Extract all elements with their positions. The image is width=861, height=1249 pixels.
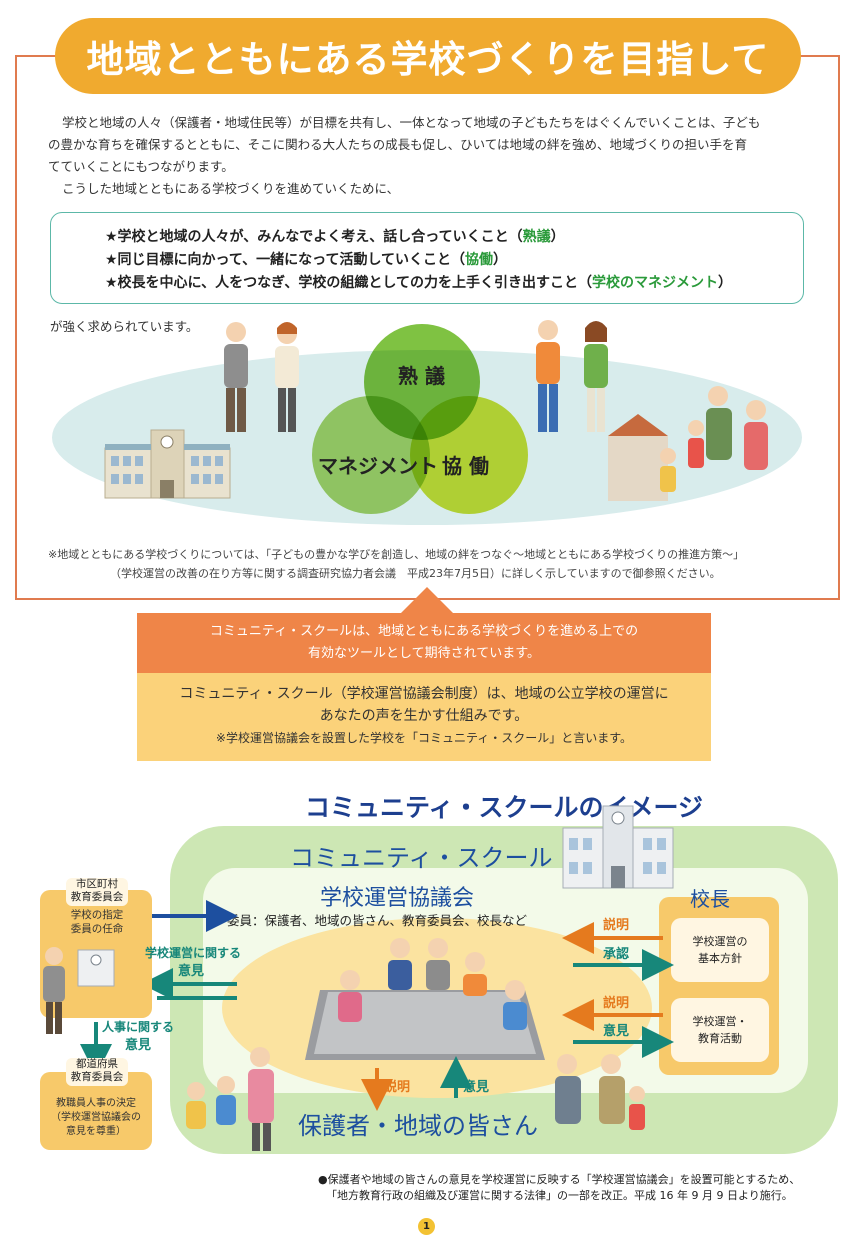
adults-illustration-right bbox=[536, 320, 608, 432]
label-opinion-hr-1: 人事に関する bbox=[102, 1020, 175, 1034]
prefecture-board-tasks: 教職員人事の決定 （学校運営協議会の 意見を尊重） bbox=[51, 1098, 141, 1137]
intro-line-1: 学校と地域の人々（保護者・地域住民等）が目標を共有し、一体となって地域の子どもた… bbox=[62, 115, 761, 130]
adults-illustration-left bbox=[224, 322, 299, 432]
label-collaboration: 協 働 bbox=[442, 454, 489, 478]
municipal-board-label: 市区町村 教育委員会 bbox=[66, 878, 128, 906]
basic-policy-box: 学校運営の 基本方針 bbox=[671, 918, 769, 982]
reference-note-2: （学校運営の改善の在り方等に関する調査研究協力者会議 平成23年7月5日）に詳し… bbox=[110, 567, 721, 580]
image-section-title: コミュニティ・スクールのイメージ bbox=[305, 793, 704, 822]
parents-community-label: 保護者・地域の皆さん bbox=[298, 1112, 538, 1140]
page-title: 地域とともにある学校づくりを目指して bbox=[86, 38, 770, 81]
callout-arrow bbox=[401, 587, 453, 613]
page-number: 1 bbox=[418, 1218, 435, 1235]
keyword-collaboration: 協働 bbox=[465, 252, 494, 268]
keyword-management: 学校のマネジメント bbox=[592, 275, 719, 291]
families-illustration bbox=[608, 386, 768, 501]
callout-header: コミュニティ・スクールは、地域とともにある学校づくりを進める上での 有効なツール… bbox=[137, 613, 711, 673]
key-point-1: ★学校と地域の人々が、みんなでよく考え、話し合っていくこと（熟議） bbox=[105, 229, 565, 245]
principal-label: 校長 bbox=[690, 887, 730, 911]
legal-footnote: ●保護者や地域の皆さんの意見を学校運営に反映する「学校運営協議会」を設置可能とす… bbox=[318, 1173, 801, 1202]
label-deliberation: 熟 議 bbox=[398, 364, 445, 388]
circle-collaboration bbox=[410, 396, 528, 514]
intro-line-2: の豊かな育ちを確保するとともに、そこに関わる大人たちの成長も促し、ひいては地域の… bbox=[48, 137, 748, 152]
label-approve: 承認 bbox=[603, 947, 630, 962]
seniors-illustration bbox=[555, 1054, 645, 1130]
reference-note-1: ※地域とともにある学校づくりについては、「子どもの豊かな学びを創造し、地域の絆を… bbox=[48, 548, 745, 561]
school-icon bbox=[562, 805, 674, 889]
key-point-3: ★校長を中心に、人をつなぎ、学校の組織としての力を上手く引き出すこと（学校のマネ… bbox=[105, 275, 733, 291]
label-explain-2: 説明 bbox=[603, 996, 630, 1011]
officials-illustration bbox=[43, 947, 115, 1034]
title-banner: 地域とともにある学校づくりを目指して bbox=[55, 18, 801, 94]
label-opinion-1: 意見 bbox=[603, 1024, 630, 1039]
label-opinion-school-1: 学校運営に関する bbox=[145, 946, 242, 960]
council-title: 学校運営協議会 bbox=[320, 886, 475, 911]
label-explain-parents: 説明 bbox=[384, 1080, 411, 1095]
children-illustration bbox=[186, 1047, 274, 1151]
meeting-illustration bbox=[305, 938, 545, 1060]
council-members: 委員：保護者、地域の皆さん、教育委員会、校長など bbox=[227, 913, 528, 928]
callout-body: コミュニティ・スクール（学校運営協議会制度）は、地域の公立学校の運営に あなたの… bbox=[137, 673, 711, 761]
keyword-deliberation: 熟議 bbox=[522, 229, 551, 245]
key-point-2: ★同じ目標に向かって、一緒になって活動していくこと（協働） bbox=[105, 252, 508, 268]
label-opinion-parents: 意見 bbox=[463, 1080, 490, 1095]
municipal-board-tasks: 学校の指定 委員の任命 bbox=[70, 909, 124, 935]
intro-line-3: てていくことにもつながります。 bbox=[48, 159, 234, 174]
school-activity-box: 学校運営・ 教育活動 bbox=[671, 998, 769, 1062]
prefecture-board-label: 都道府県 教育委員会 bbox=[66, 1058, 128, 1086]
community-school-label: コミュニティ・スクール bbox=[290, 844, 553, 872]
label-management: マネジメント bbox=[318, 454, 438, 478]
label-explain-1: 説明 bbox=[603, 918, 630, 933]
label-opinion-school-2: 意見 bbox=[178, 964, 205, 979]
key-points-box bbox=[50, 212, 804, 304]
required-text: が強く求められています。 bbox=[50, 319, 199, 334]
intro-line-4: こうした地域とともにある学校づくりを進めていくために、 bbox=[62, 181, 400, 196]
school-building-illustration bbox=[104, 429, 231, 499]
label-opinion-hr-2: 意見 bbox=[125, 1038, 152, 1053]
